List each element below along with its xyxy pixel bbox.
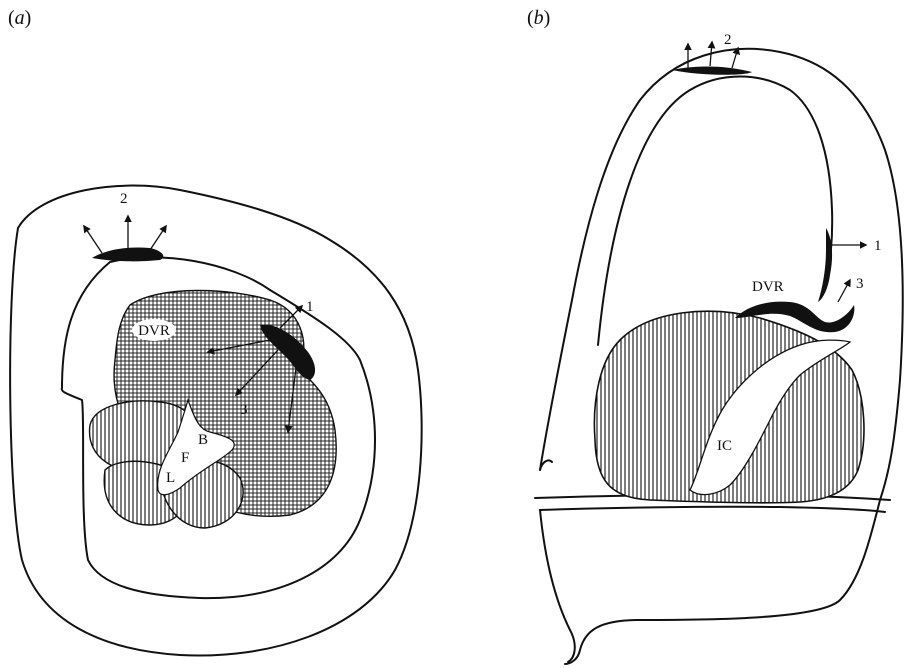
panel-b-floor-bottom (540, 507, 885, 512)
panel-b-num-1: 1 (874, 238, 882, 254)
panel-a: (a) DVR B F L 2 1 3 (8, 7, 422, 656)
panel-a-arrow-2a (84, 226, 102, 253)
panel-a-b-label: B (198, 432, 208, 448)
panel-b-cortex-thickening (672, 67, 752, 75)
panel-a-num-2: 2 (120, 191, 128, 207)
panel-a-num-1: 1 (306, 299, 314, 315)
panel-b-num-3: 3 (856, 276, 864, 292)
panel-b-label: (b) (527, 7, 550, 29)
panel-a-f-label: F (181, 450, 189, 466)
panel-b-num-2: 2 (724, 32, 732, 48)
panel-a-cortex-thickening (92, 247, 163, 261)
panel-a-arrow-2c (150, 226, 166, 250)
panel-a-num-3: 3 (240, 402, 248, 418)
panel-b-dvr-label: DVR (752, 279, 784, 295)
panel-b: (b) IC DVR 1 3 2 (527, 7, 903, 664)
panel-b-stem (540, 510, 575, 662)
panel-b-arrow-3 (838, 280, 850, 302)
panel-a-dvr-label: DVR (138, 323, 170, 339)
panel-b-arrow-2c (732, 48, 738, 68)
panel-b-ic-label: IC (717, 438, 732, 454)
panel-b-lateral-streak (818, 228, 832, 302)
panel-a-l-label: L (166, 470, 175, 486)
panel-a-label: (a) (8, 7, 31, 29)
